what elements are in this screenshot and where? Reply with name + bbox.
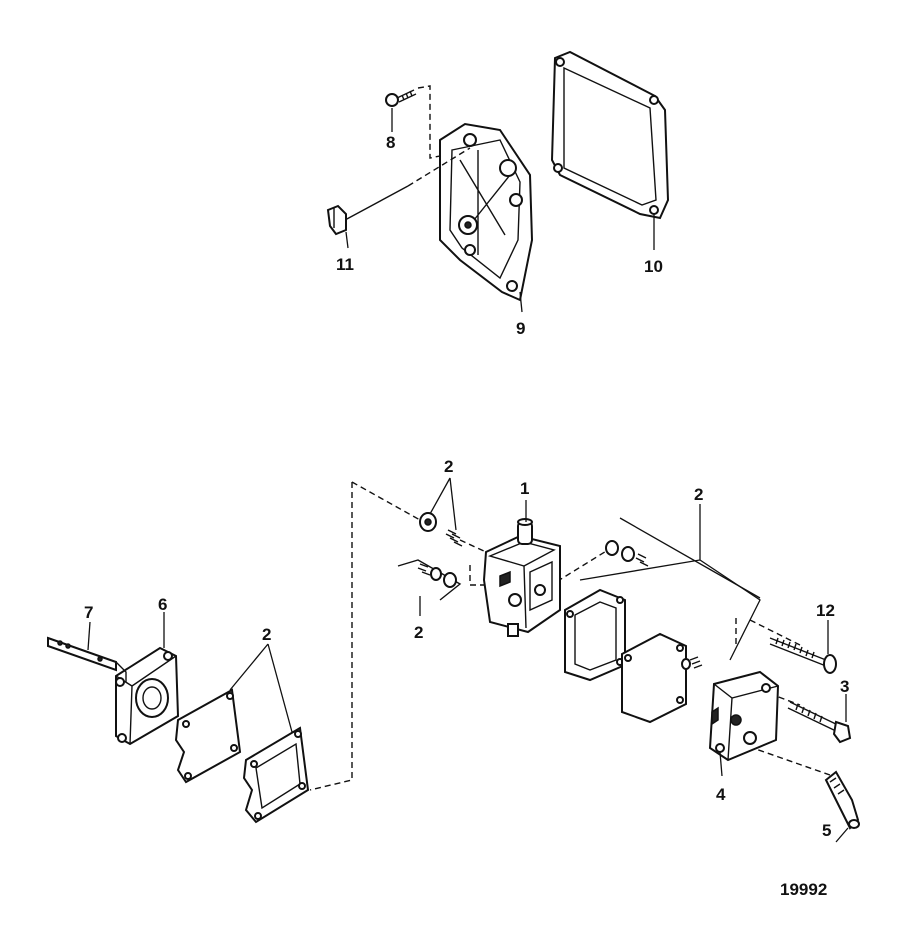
callout-7: 7 [84,603,93,622]
callout-2-left: 2 [262,625,271,644]
callout-3: 3 [840,677,849,696]
callout-6: 6 [158,595,167,614]
dashed-guide-line [729,739,831,776]
dashed-guide-line [351,481,421,521]
dashed-guide-line [469,565,488,586]
dashed-guide-line [749,619,801,646]
screw-part-8 [385,89,417,107]
dashed-guide-line [759,689,801,706]
callout-9: 9 [516,319,525,338]
dashed-guide-line [309,482,353,791]
callout-8: 8 [386,133,395,152]
check-valve-parts-2-lower [397,559,462,601]
screw-part-12 [769,637,837,674]
figure-number: 19992 [780,880,827,899]
callout-4: 4 [716,785,726,804]
callout-1: 1 [520,479,529,498]
elbow-fitting-part-5 [824,770,860,830]
callout-2-top: 2 [444,457,453,476]
callout-2-right: 2 [694,485,703,504]
diaphragm-gasket-right-2 [621,632,687,724]
callout-5: 5 [822,821,831,840]
gasket-left-1 [174,688,242,784]
callout-2-center: 2 [414,623,423,642]
callout-11: 11 [336,255,354,274]
rod-part-11 [326,147,471,236]
pump-body-part-1 [482,518,561,637]
dashed-guide-line [459,539,487,553]
gasket-part-10 [550,50,670,220]
link-bar-part-7 [47,636,127,682]
flange-part-6 [115,646,180,746]
callout-10: 10 [644,257,663,276]
check-valve-parts-2 [419,512,463,547]
gasket-left-2 [242,726,310,824]
screw-part-3 [787,701,852,744]
cover-plate-part-9 [439,122,534,302]
pump-cover-part-4 [708,670,780,762]
diaphragm-gasket-right [564,588,626,682]
leader-lines [87,108,849,843]
callout-12: 12 [816,601,835,620]
valve-washers-right [605,540,703,670]
